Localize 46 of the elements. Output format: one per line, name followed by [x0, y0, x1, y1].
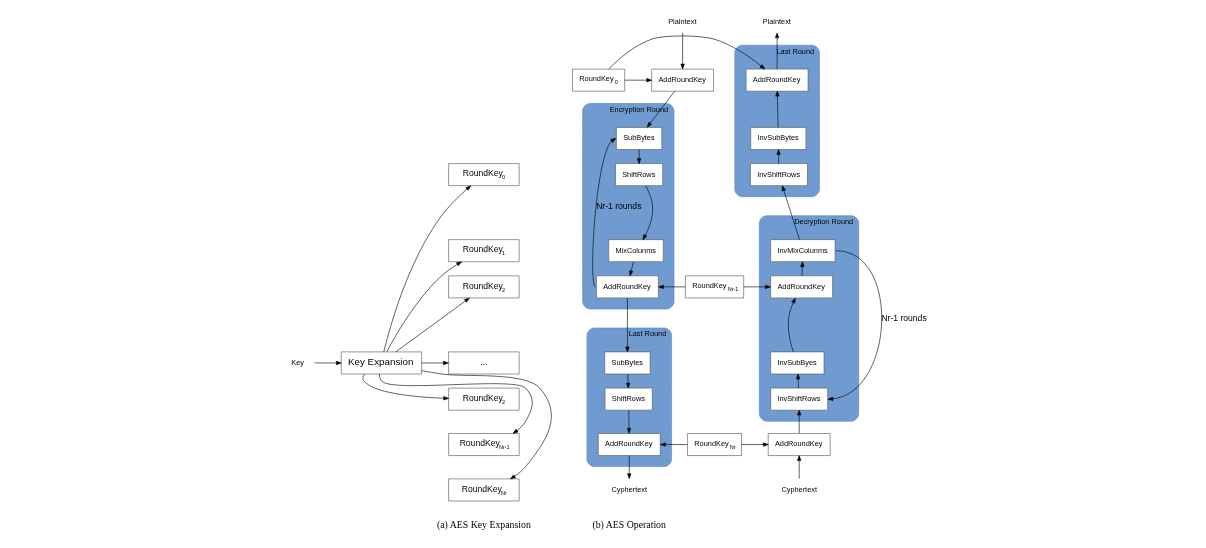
arrow	[636, 149, 641, 164]
arrow	[796, 409, 801, 434]
arrow	[796, 455, 801, 479]
arrow	[781, 185, 800, 240]
arrow	[420, 370, 552, 480]
arrow	[774, 32, 779, 70]
arrow	[799, 261, 804, 277]
arrow	[774, 90, 779, 128]
label: (b) AES Operation	[591, 519, 666, 531]
node-box: RoundKey$_{Nr}$	[447, 478, 519, 502]
arrow	[383, 185, 471, 353]
label: (a) AES Key Expansion	[436, 519, 531, 531]
arrow	[607, 35, 765, 70]
arrow	[646, 90, 675, 128]
arrow	[827, 250, 882, 401]
node-box: RoundKey$_{2}$	[447, 387, 519, 411]
arrow	[628, 261, 634, 277]
arrow	[657, 284, 686, 289]
edge-label: Nr-1 rounds	[880, 312, 927, 323]
arrow	[740, 442, 768, 447]
arrow	[395, 297, 470, 353]
arrow	[787, 297, 796, 353]
arrow	[591, 138, 616, 288]
arrow	[378, 373, 533, 434]
arrow	[795, 373, 800, 389]
arrow	[313, 360, 342, 365]
node-box: RoundKey$_{1}$	[447, 239, 519, 263]
node-box: RoundKey$_{2}$	[447, 275, 519, 299]
arrow	[642, 185, 653, 240]
arrow	[743, 284, 771, 289]
node-box: RoundKey$_{0}$	[447, 163, 519, 186]
node-box: RoundKey$_{Nr-1}$	[447, 433, 519, 456]
node-box: ...	[447, 351, 519, 375]
arrow	[625, 373, 630, 389]
arrow	[659, 442, 688, 447]
arrow	[386, 261, 462, 352]
arrow	[623, 78, 652, 83]
arrow	[626, 455, 631, 479]
arrow	[420, 360, 449, 365]
arrow	[624, 297, 629, 353]
arrow	[776, 149, 781, 164]
arrow	[626, 409, 631, 434]
edge-label: Nr-1 rounds	[595, 200, 641, 211]
arrow	[680, 32, 685, 70]
arrow	[362, 373, 449, 401]
node-box: Key Expansion	[340, 351, 422, 375]
